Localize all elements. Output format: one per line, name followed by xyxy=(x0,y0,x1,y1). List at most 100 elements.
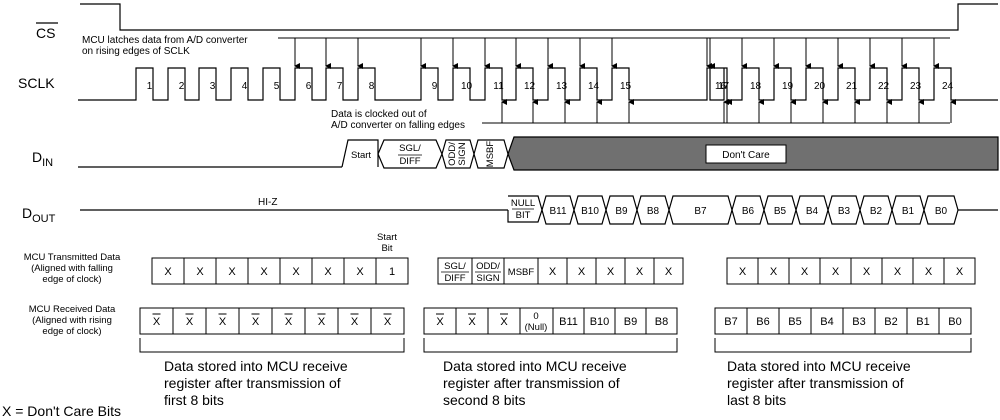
dout-bit-label: B5 xyxy=(774,206,787,217)
caption-2-line2: register after transmission of xyxy=(443,375,620,391)
dout-label: DOUT xyxy=(22,205,56,225)
clock-number: 14 xyxy=(588,81,600,92)
rx-null-bottom: (Null) xyxy=(525,322,548,333)
tx-msbf-label: MSBF xyxy=(508,267,535,278)
tx3-value: X xyxy=(925,266,933,278)
tx-odd-top: ODD/ xyxy=(476,261,500,272)
rx1-value: X xyxy=(153,316,161,328)
rx-label-line1: MCU Received Data xyxy=(29,304,116,315)
latch-arrows xyxy=(294,38,939,69)
group-brackets xyxy=(139,338,972,353)
clock-number: 2 xyxy=(179,81,185,92)
dout-bit-label: B11 xyxy=(549,206,566,217)
rx1-value: X xyxy=(318,316,326,328)
clock-number: 18 xyxy=(750,81,762,92)
tx-label-line3: edge of clock) xyxy=(42,274,101,285)
tx1-cell xyxy=(375,257,409,285)
clock-number: 11 xyxy=(493,81,504,92)
tx1-value: 1 xyxy=(389,266,395,278)
caption-1-line2: register after transmission of xyxy=(164,375,341,391)
rx2-value: X xyxy=(468,316,476,328)
group-bracket xyxy=(423,338,678,353)
clockout-note-line1: Data is clocked out of xyxy=(331,109,427,120)
dout-bit-label: B0 xyxy=(935,206,948,217)
dout-bit-label: B4 xyxy=(806,206,819,217)
din-dont-care-label: Don't Care xyxy=(722,150,770,161)
clock-number: 12 xyxy=(524,81,536,92)
rx2b-value: B9 xyxy=(624,316,637,328)
tx3-value: X xyxy=(770,266,778,278)
clock-number: 19 xyxy=(782,81,794,92)
clock-number: 16 xyxy=(715,81,727,92)
cs-waveform xyxy=(80,3,998,31)
tx-data-section: MCU Transmitted Data (Aligned with falli… xyxy=(24,232,976,285)
clockout-arrows xyxy=(501,99,956,123)
caption-3: Data stored into MCU receive register af… xyxy=(727,358,911,408)
rx2-value: X xyxy=(500,316,508,328)
clock-number: 7 xyxy=(337,81,343,92)
tx1-value: X xyxy=(356,266,364,278)
dout-bit-label: B9 xyxy=(615,206,628,217)
tx-label-line2: (Aligned with falling xyxy=(31,263,113,274)
tx-sgl-top: SGL/ xyxy=(444,261,466,272)
rx2b-value: B10 xyxy=(590,316,610,328)
tx-sgl-bottom: DIFF xyxy=(444,273,465,284)
legend-dont-care: X = Don't Care Bits xyxy=(2,403,121,419)
tx1-value: X xyxy=(228,266,236,278)
dout-null-bottom: BIT xyxy=(516,210,531,221)
din-odd-top: ODD/ xyxy=(447,142,458,166)
caption-2: Data stored into MCU receive register af… xyxy=(443,358,627,408)
clock-number: 17 xyxy=(718,81,730,92)
rx-null-top: 0 xyxy=(533,311,538,322)
rx1-value: X xyxy=(351,316,359,328)
dout-bit-label: B10 xyxy=(581,206,599,217)
rx-label-line2: (Aligned with rising xyxy=(32,315,112,326)
tx3-value: X xyxy=(739,266,747,278)
caption-1: Data stored into MCU receive register af… xyxy=(164,358,348,408)
caption-1-line1: Data stored into MCU receive xyxy=(164,358,348,374)
rx2b-cell xyxy=(645,307,678,335)
rx2b-value: B8 xyxy=(655,316,668,328)
din-start-label: Start xyxy=(351,150,371,161)
clock-number: 21 xyxy=(846,81,858,92)
clockout-annotation: Data is clocked out of A/D converter on … xyxy=(331,99,956,131)
rx3-value: B0 xyxy=(948,316,961,328)
caption-1-line3: first 8 bits xyxy=(164,392,224,408)
rx3-value: B1 xyxy=(916,316,929,328)
rx3-value: B6 xyxy=(756,316,769,328)
tx1-value: X xyxy=(164,266,172,278)
clock-number: 22 xyxy=(878,81,890,92)
dout-bit-label: B6 xyxy=(742,206,755,217)
caption-2-line3: second 8 bits xyxy=(443,392,526,408)
tx3-value: X xyxy=(832,266,840,278)
clockout-note-line2: A/D converter on falling edges xyxy=(331,120,465,131)
din-sgl-top: SGL/ xyxy=(399,143,421,154)
rx3-value: B3 xyxy=(852,316,865,328)
latch-annotation: MCU latches data from A/D converter on r… xyxy=(82,35,950,69)
tx2-value: X xyxy=(665,266,673,278)
caption-2-line1: Data stored into MCU receive xyxy=(443,358,627,374)
caption-3-line1: Data stored into MCU receive xyxy=(727,358,911,374)
rx3-value: B5 xyxy=(788,316,801,328)
rx1-value: X xyxy=(186,316,194,328)
tx2-value: X xyxy=(549,266,557,278)
group-bracket xyxy=(714,338,972,353)
clock-number: 24 xyxy=(942,81,954,92)
rx3-value: B2 xyxy=(884,316,897,328)
rx-label-line3: edge of clock) xyxy=(42,326,101,337)
rx1-value: X xyxy=(252,316,260,328)
start-bit-label-line2: Bit xyxy=(381,243,392,254)
rx3-cell xyxy=(938,307,972,335)
clock-number: 4 xyxy=(242,81,248,92)
